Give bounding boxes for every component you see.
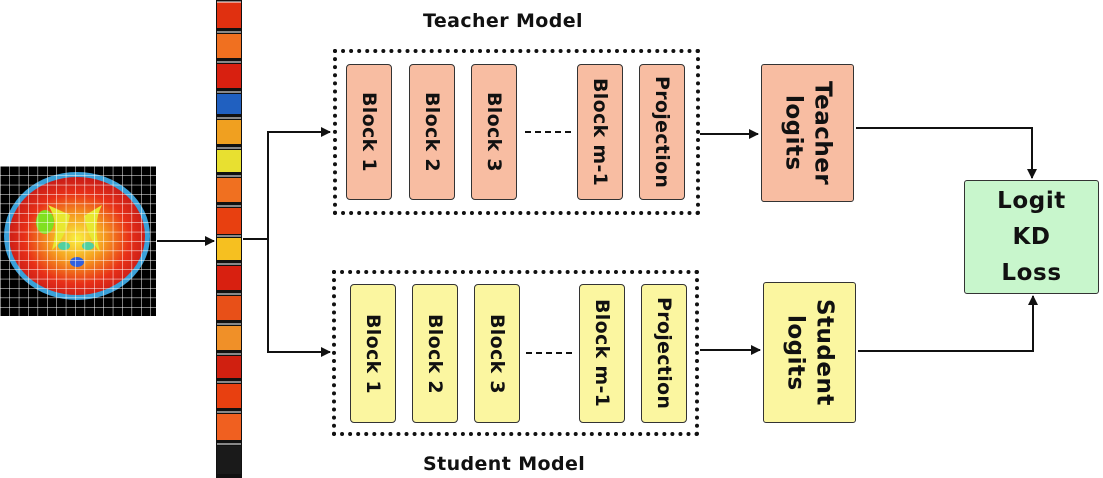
- teacher-model-box: [333, 49, 700, 215]
- student-block-m-1: Block m-1: [579, 284, 625, 423]
- patch-grid: [0, 166, 156, 316]
- student-projection: Projection: [641, 284, 687, 423]
- teacher-block-1: Block 1: [346, 64, 392, 200]
- teacher-block-3: Block 3: [471, 64, 517, 200]
- arrow-teacher-logits-to-loss: [856, 127, 1037, 179]
- teacher-model-title: Teacher Model: [423, 10, 583, 32]
- teacher-block-2: Block 2: [409, 64, 455, 200]
- student-block-1: Block 1: [350, 284, 396, 423]
- teacher-projection: Projection: [639, 64, 685, 200]
- student-model-box: [332, 270, 699, 436]
- loss-line-3: Loss: [1001, 260, 1062, 286]
- student-block-2: Block 2: [412, 284, 458, 423]
- student-model-title: Student Model: [423, 453, 586, 475]
- student-ellipsis-dash: [526, 352, 572, 354]
- teacher-block-m-1: Block m-1: [577, 64, 623, 200]
- logit-kd-loss-box: Logit KD Loss: [964, 180, 1099, 294]
- arrow-to-teacher: [243, 127, 331, 240]
- arrow-student-logits-to-loss: [858, 295, 1038, 352]
- loss-line-2: KD: [1012, 224, 1051, 250]
- student-block-3: Block 3: [474, 284, 520, 423]
- arrow-to-student: [267, 239, 331, 357]
- loss-line-1: Logit: [997, 188, 1066, 214]
- patch-sequence-strip: [216, 0, 242, 478]
- teacher-ellipsis-dash: [525, 131, 571, 133]
- input-brain-image: [0, 166, 156, 316]
